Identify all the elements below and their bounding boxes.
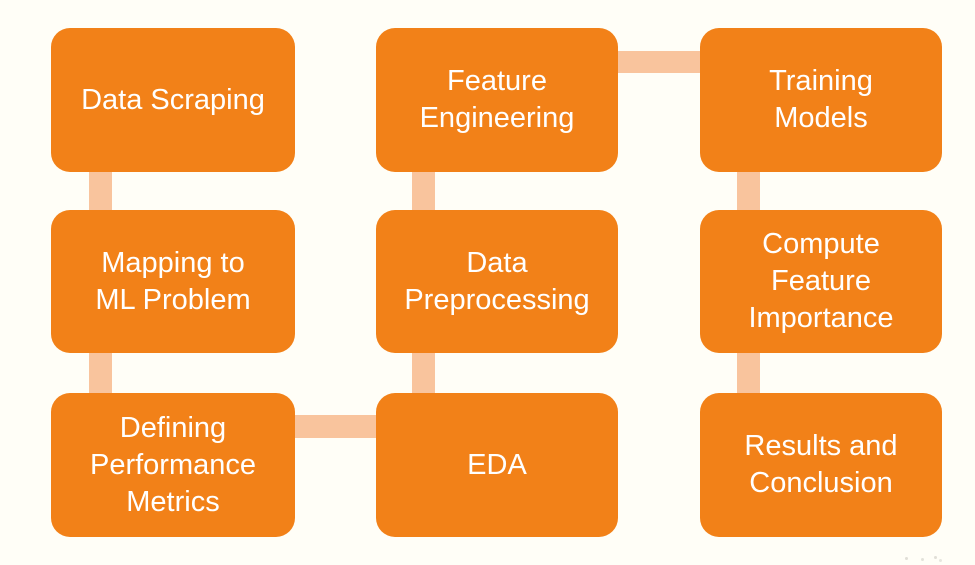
connector-mapping-to-metrics	[89, 351, 112, 395]
node-results-and-conclusion: Results and Conclusion	[700, 393, 942, 537]
node-eda: EDA	[376, 393, 618, 537]
node-training-models: Training Models	[700, 28, 942, 172]
connector-eda-to-preprocessing	[412, 351, 435, 395]
node-data-preprocessing: Data Preprocessing	[376, 210, 618, 353]
connector-metrics-to-eda	[293, 415, 378, 438]
node-mapping-to-ml-problem: Mapping to ML Problem	[51, 210, 295, 353]
node-defining-performance-metrics: Defining Performance Metrics	[51, 393, 295, 537]
connector-importance-to-results	[737, 351, 760, 395]
node-compute-feature-importance: Compute Feature Importance	[700, 210, 942, 353]
connector-feature-eng-to-training	[616, 51, 702, 73]
connector-preprocessing-to-feature-eng	[412, 170, 435, 212]
connector-data-scraping-to-mapping	[89, 170, 112, 212]
node-data-scraping: Data Scraping	[51, 28, 295, 172]
cropped-watermark-artifact	[905, 557, 908, 560]
node-feature-engineering: Feature Engineering	[376, 28, 618, 172]
connector-training-to-importance	[737, 170, 760, 212]
